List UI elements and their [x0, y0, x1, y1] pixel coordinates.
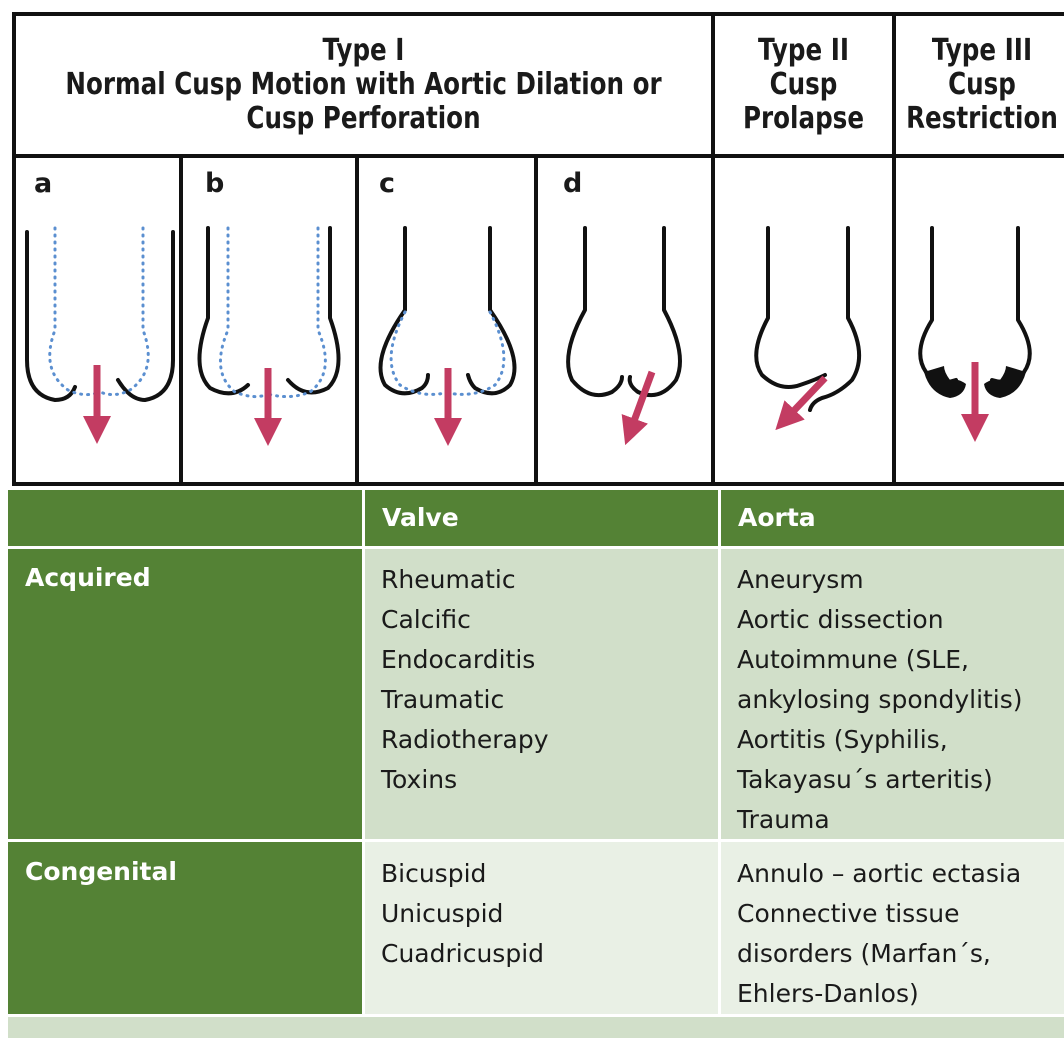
normal-root-dotted-right	[268, 228, 325, 397]
congenital-valve-item: Cuadricuspid	[381, 934, 544, 974]
calcified-cusp-left	[924, 366, 966, 398]
valve-outline-right	[468, 228, 515, 393]
acquired-valve-item: Rheumatic	[381, 560, 549, 600]
etiology-table: Valve Aorta Acquired Rheumatic Calcific …	[8, 490, 1064, 1038]
valve-outline-right	[992, 228, 1030, 382]
congenital-label: Congenital	[25, 857, 177, 886]
type-2-subtitle-line1: Cusp	[743, 68, 864, 102]
congenital-valve-cell: Bicuspid Unicuspid Cuadricuspid	[365, 842, 718, 1014]
type-2-header: Type II Cusp Prolapse	[729, 14, 877, 156]
normal-root-dotted-left	[50, 228, 100, 395]
congenital-aorta-item: disorders (Marfan´s,	[737, 934, 1021, 974]
valve-header-label: Valve	[382, 503, 459, 532]
aorta-header-label: Aorta	[738, 503, 816, 532]
type-3-subtitle-line2: Restriction	[906, 102, 1058, 136]
acquired-aorta-item: Trauma	[737, 800, 1023, 840]
acquired-label: Acquired	[25, 563, 151, 592]
valve-outline-right	[630, 228, 680, 395]
panel-label-a: a	[34, 168, 52, 199]
acquired-valve-item: Calcific	[381, 600, 549, 640]
row-label-acquired: Acquired	[8, 549, 362, 839]
congenital-aorta-cell: Annulo – aortic ectasia Connective tissu…	[721, 842, 1064, 1014]
congenital-valve-item: Unicuspid	[381, 894, 544, 934]
valve-outline-left	[920, 228, 956, 382]
acquired-aorta-item: Aneurysm	[737, 560, 1023, 600]
type-1-header: Type I Normal Cusp Motion with Aortic Di…	[77, 14, 650, 156]
valve-outline-right	[118, 232, 173, 400]
acquired-valve-item: Radiotherapy	[381, 720, 549, 760]
acquired-aorta-item: Autoimmune (SLE,	[737, 640, 1023, 680]
panel-label-b: b	[205, 168, 224, 199]
congenital-valve-item: Bicuspid	[381, 854, 544, 894]
acquired-aorta-item: Aortic dissection	[737, 600, 1023, 640]
panel-label-c: c	[379, 168, 395, 199]
acquired-valve-item: Toxins	[381, 760, 549, 800]
type-1-subtitle-line2: Cusp Perforation	[65, 102, 661, 136]
acquired-aorta-item: Aortitis (Syphilis,	[737, 720, 1023, 760]
congenital-aorta-item: Connective tissue	[737, 894, 1021, 934]
acquired-valve-item: Traumatic	[381, 680, 549, 720]
flow-arrow	[630, 372, 652, 432]
acquired-aorta-cell: Aneurysm Aortic dissection Autoimmune (S…	[721, 549, 1064, 839]
valve-outline-left	[568, 228, 622, 395]
table-bottom-strip	[8, 1017, 1064, 1038]
valve-outline-left	[27, 232, 75, 400]
normal-root-dotted-left	[220, 228, 268, 397]
valve-outline-left	[199, 228, 248, 393]
congenital-aorta-item: Ehlers-Danlos)	[737, 974, 1021, 1014]
type-1-subtitle-line1: Normal Cusp Motion with Aortic Dilation …	[65, 68, 661, 102]
panel-label-d: d	[563, 168, 582, 199]
calcified-cusp-right	[984, 366, 1026, 398]
acquired-aorta-item: ankylosing spondylitis)	[737, 680, 1023, 720]
table-header-aorta: Aorta	[721, 490, 1064, 546]
type-2-title: Type II	[743, 34, 864, 68]
normal-root-dotted-right	[100, 228, 148, 395]
acquired-valve-item: Endocarditis	[381, 640, 549, 680]
congenital-aorta-item: Annulo – aortic ectasia	[737, 854, 1021, 894]
valve-outline-left	[756, 228, 825, 387]
type-1-title: Type I	[65, 34, 661, 68]
normal-root-dotted-left	[391, 312, 445, 394]
valve-outline-left	[381, 228, 429, 393]
acquired-aorta-item: Takayasu´s arteritis)	[737, 760, 1023, 800]
table-header-valve: Valve	[365, 490, 718, 546]
type-3-subtitle-line1: Cusp	[906, 68, 1058, 102]
table-header-empty	[8, 490, 362, 546]
type-3-title: Type III	[906, 34, 1058, 68]
acquired-valve-cell: Rheumatic Calcific Endocarditis Traumati…	[365, 549, 718, 839]
type-2-subtitle-line2: Prolapse	[743, 102, 864, 136]
type-3-header: Type III Cusp Restriction	[910, 14, 1054, 156]
normal-root-dotted-right	[448, 312, 504, 394]
valve-outline-right	[288, 228, 339, 393]
row-label-congenital: Congenital	[8, 842, 362, 1014]
valve-diagram: Type I Normal Cusp Motion with Aortic Di…	[0, 0, 1064, 490]
